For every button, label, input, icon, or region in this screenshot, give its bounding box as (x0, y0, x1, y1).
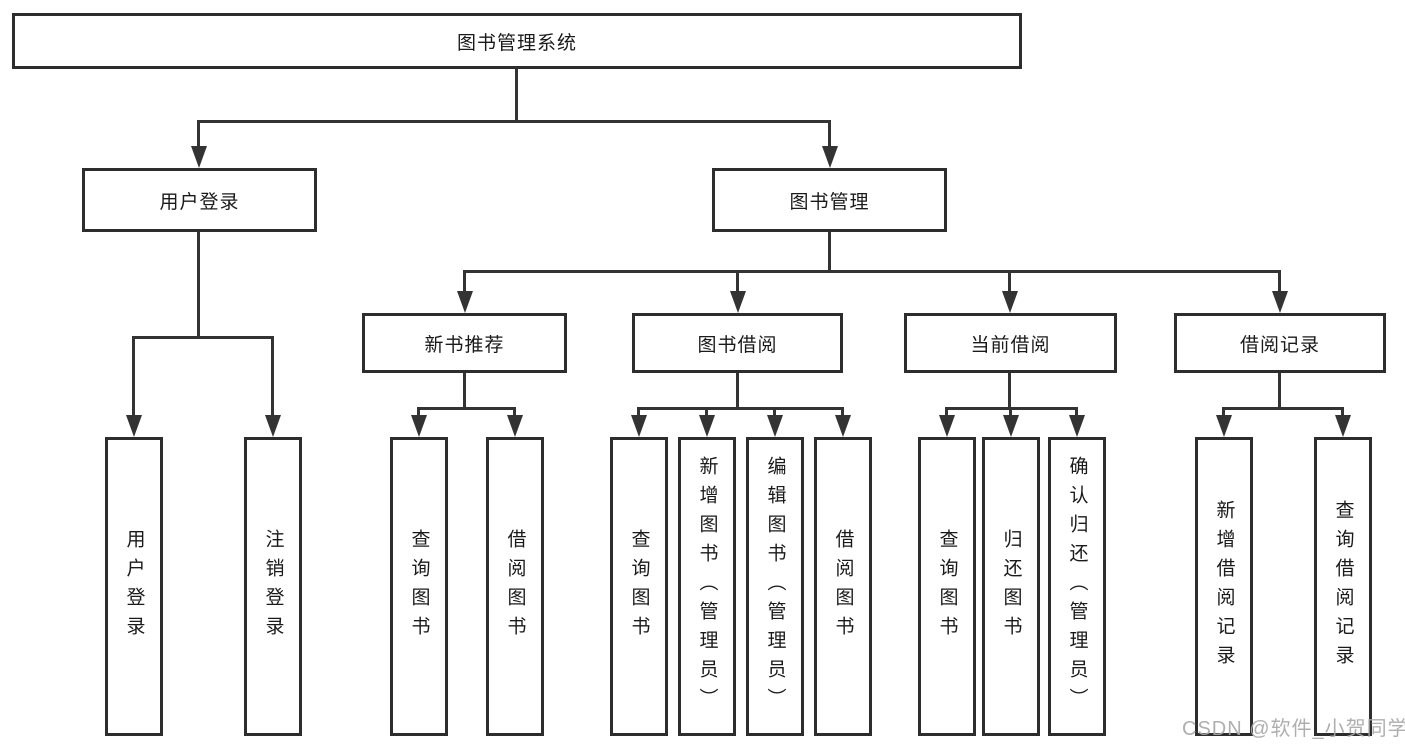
arrow-down-icon (1069, 415, 1085, 437)
connector-line (1341, 407, 1344, 419)
arrow-down-icon (822, 146, 838, 168)
leaf-borrow-edit-books-admin: 编辑图书（管理员） (746, 437, 804, 736)
connector-line (198, 120, 831, 123)
connector-line (1278, 373, 1281, 407)
connector-line (132, 336, 135, 417)
connector-line (1008, 270, 1011, 293)
arrow-down-icon (1216, 415, 1232, 437)
connector-line (945, 407, 948, 419)
arrow-down-icon (730, 291, 746, 313)
leaf-recommend-borrow-books: 借阅图书 (486, 437, 544, 736)
arrow-down-icon (126, 415, 142, 437)
connector-line (197, 120, 200, 150)
leaf-current-confirm-return-admin: 确认归还（管理员） (1048, 437, 1106, 736)
connector-line (773, 407, 776, 419)
node-user-login: 用户登录 (82, 168, 317, 232)
arrow-down-icon (1272, 291, 1288, 313)
arrow-down-icon (457, 291, 473, 313)
arrow-down-icon (835, 415, 851, 437)
connector-line (271, 336, 274, 417)
leaf-current-return-books: 归还图书 (982, 437, 1040, 736)
connector-line (1278, 270, 1281, 293)
connector-line (736, 270, 739, 293)
arrow-down-icon (699, 415, 715, 437)
leaf-borrow-add-books-admin: 新增图书（管理员） (678, 437, 736, 736)
connector-line (1222, 407, 1343, 410)
connector-line (1009, 407, 1012, 419)
arrow-down-icon (411, 415, 427, 437)
node-root: 图书管理系统 (12, 13, 1022, 69)
connector-line (513, 407, 516, 419)
connector-line (841, 407, 844, 419)
node-new-book-recommend: 新书推荐 (362, 313, 567, 373)
node-current-borrow: 当前借阅 (904, 313, 1117, 373)
leaf-logout: 注销登录 (244, 437, 302, 736)
csdn-watermark: CSDN @软件_小贺同学 (1182, 718, 1405, 740)
node-book-borrow: 图书借阅 (632, 313, 843, 373)
leaf-records-add-record: 新增借阅记录 (1195, 437, 1253, 736)
connector-line (463, 270, 1281, 273)
connector-line (705, 407, 708, 419)
arrow-down-icon (191, 146, 207, 168)
connector-line (736, 373, 739, 407)
connector-line (828, 232, 831, 270)
connector-line (828, 120, 831, 150)
node-book-management: 图书管理 (712, 168, 947, 232)
arrow-down-icon (265, 415, 281, 437)
node-borrow-records: 借阅记录 (1174, 313, 1386, 373)
leaf-current-query-books: 查询图书 (918, 437, 976, 736)
connector-line (463, 270, 466, 293)
connector-line (197, 232, 200, 336)
leaf-user-login: 用户登录 (105, 437, 163, 736)
leaf-records-query-record: 查询借阅记录 (1314, 437, 1372, 736)
arrow-down-icon (507, 415, 523, 437)
connector-line (1008, 373, 1011, 407)
connector-line (463, 373, 466, 407)
arrow-down-icon (939, 415, 955, 437)
leaf-borrow-query-books: 查询图书 (610, 437, 668, 736)
connector-line (132, 336, 274, 339)
connector-line (1222, 407, 1225, 419)
arrow-down-icon (631, 415, 647, 437)
connector-line (637, 407, 843, 410)
arrow-down-icon (1003, 415, 1019, 437)
connector-line (637, 407, 640, 419)
leaf-recommend-query-books: 查询图书 (390, 437, 448, 736)
arrow-down-icon (1335, 415, 1351, 437)
connector-line (417, 407, 515, 410)
leaf-borrow-borrow-books: 借阅图书 (814, 437, 872, 736)
arrow-down-icon (1002, 291, 1018, 313)
connector-line (515, 69, 518, 120)
connector-line (417, 407, 420, 419)
arrow-down-icon (767, 415, 783, 437)
connector-line (1075, 407, 1078, 419)
